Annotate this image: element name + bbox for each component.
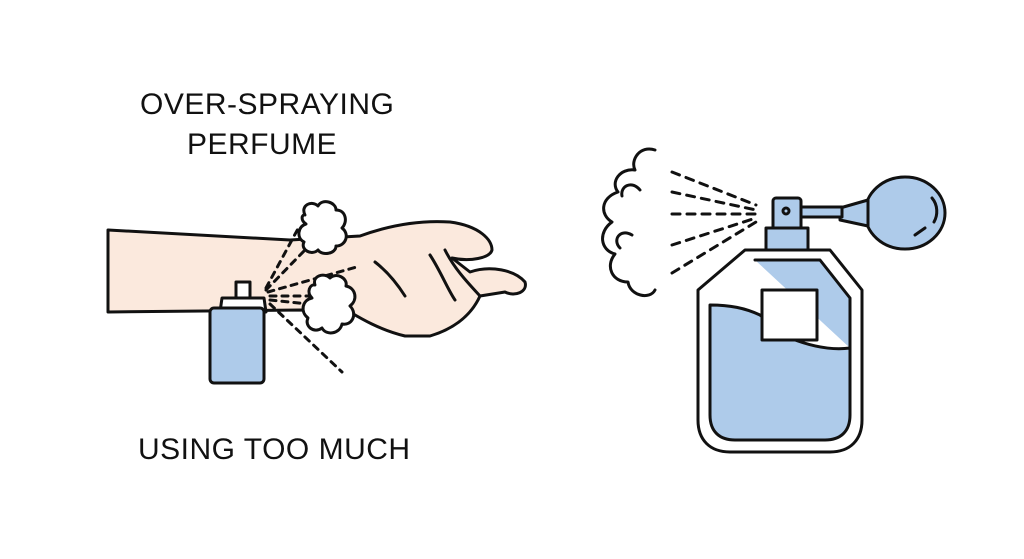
spray-lines-right [670, 170, 758, 275]
cloud-icon-large [601, 147, 657, 298]
caption: USING TOO MUCH [138, 433, 411, 466]
cloud-icon [297, 200, 357, 335]
spray-can-icon [208, 280, 268, 385]
title-line-1: OVER-SPRAYING [140, 88, 395, 121]
perfume-bottle-icon [696, 175, 947, 454]
title-line-2: PERFUME [187, 128, 338, 161]
